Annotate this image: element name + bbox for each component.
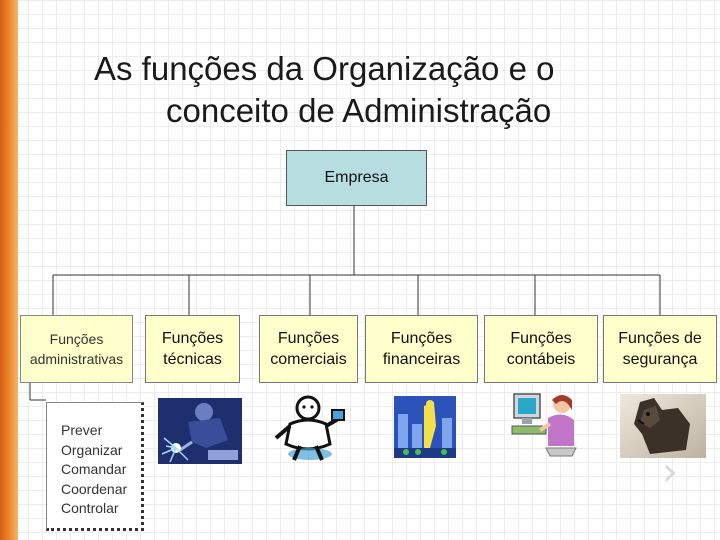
box-line-1: Funções <box>507 328 576 349</box>
list-item: Coordenar <box>47 480 141 500</box>
box-line-1: Funções <box>270 328 346 349</box>
finance-icon <box>394 396 456 458</box>
list-item: Comandar <box>47 460 141 480</box>
salesman-icon <box>270 394 346 464</box>
list-item: Organizar <box>47 441 141 461</box>
box-line-2: contábeis <box>507 349 576 370</box>
box-line-2: comerciais <box>270 349 346 370</box>
box-funcoes-administrativas: Funções administrativas <box>20 315 133 383</box>
box-line-2: técnicas <box>162 349 223 370</box>
box-funcoes-seguranca: Funções de segurança <box>603 315 717 383</box>
root-box-empresa: Empresa <box>286 150 427 206</box>
box-line-1: Funções <box>30 329 123 349</box>
box-line-1: Funções <box>383 328 460 349</box>
box-line-2: administrativas <box>30 349 123 369</box>
box-funcoes-contabeis: Funções contábeis <box>484 315 598 383</box>
welder-icon <box>158 398 242 464</box>
box-funcoes-financeiras: Funções financeiras <box>365 315 478 383</box>
box-line-1: Funções <box>162 328 223 349</box>
list-item: Prever <box>47 421 141 441</box>
list-item: Controlar <box>47 499 141 519</box>
box-funcoes-comerciais: Funções comerciais <box>259 315 358 383</box>
admin-subfunctions-list: Prever Organizar Comandar Coordenar Cont… <box>46 402 144 531</box>
accountant-icon <box>510 390 578 458</box>
box-line-2: segurança <box>618 349 702 370</box>
box-funcoes-tecnicas: Funções técnicas <box>145 315 240 383</box>
box-line-2: financeiras <box>383 349 460 370</box>
box-line-1: Funções de <box>618 328 702 349</box>
next-chevron-icon: › <box>662 452 678 492</box>
